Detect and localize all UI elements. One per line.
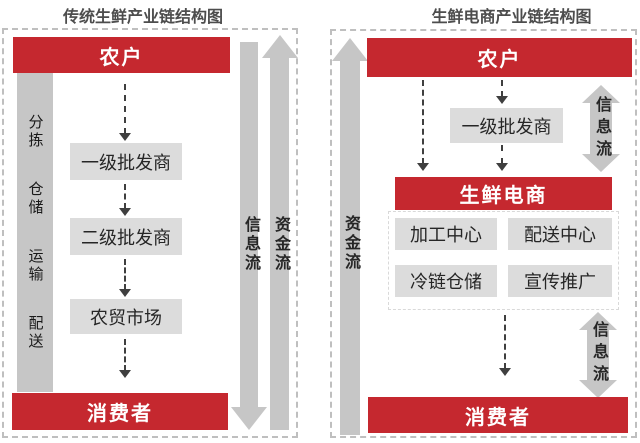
function-promotion: 宣传推广 (508, 265, 612, 297)
info-flow-shaft (590, 102, 612, 155)
left-process-bar: 分拣 仓储 运输 配送 (17, 73, 53, 392)
right-capital-flow-label: 资金流 (342, 215, 359, 272)
right-panel-title: 生鲜电商产业链结构图 (431, 9, 592, 26)
right-info-flow-label-lower: 信息流 (590, 321, 607, 387)
process-step-storage: 仓储 (26, 181, 44, 217)
arrow-up-icon (262, 35, 298, 58)
dashed-line (124, 84, 126, 134)
arrow-up-icon (582, 85, 620, 103)
arrowhead-down-icon (499, 368, 511, 376)
left-panel-border (2, 28, 298, 438)
arrow-down-icon (231, 407, 267, 430)
function-processing-center: 加工中心 (395, 218, 497, 250)
process-step-transport: 运输 (26, 248, 44, 284)
left-node-wholesaler2: 二级批发商 (70, 218, 182, 255)
dashed-line (501, 145, 503, 164)
info-flow-shaft (587, 329, 609, 381)
function-cold-chain-storage: 冷链仓储 (395, 265, 497, 297)
dashed-line (124, 339, 126, 371)
right-node-farmer: 农户 (367, 38, 632, 77)
arrow-up-icon (579, 312, 617, 330)
dashed-line (124, 259, 126, 290)
right-node-ecommerce: 生鲜电商 (395, 177, 612, 210)
process-step-sorting: 分拣 (26, 114, 44, 150)
arrow-down-icon (579, 380, 617, 398)
right-panel-border (330, 29, 637, 438)
left-info-flow-shaft (240, 42, 258, 408)
left-node-wholesaler1: 一级批发商 (70, 143, 182, 180)
left-capital-flow-shaft (270, 57, 289, 430)
arrowhead-down-icon (496, 163, 508, 171)
right-node-wholesaler1: 一级批发商 (450, 108, 563, 143)
arrowhead-down-icon (119, 208, 131, 216)
left-info-flow-label: 信息流 (242, 216, 259, 273)
right-node-consumer: 消费者 (368, 397, 628, 433)
left-node-consumer: 消费者 (12, 393, 228, 430)
arrow-down-icon (582, 154, 620, 172)
process-step-delivery: 配送 (26, 315, 44, 351)
arrowhead-down-icon (417, 163, 429, 171)
arrowhead-down-icon (496, 96, 508, 104)
arrowhead-down-icon (119, 133, 131, 141)
arrow-up-icon (332, 38, 368, 61)
dashed-line (124, 184, 126, 209)
dashed-line (504, 315, 506, 369)
right-info-flow-label-upper: 信息流 (593, 96, 610, 162)
left-capital-flow-label: 资金流 (272, 216, 289, 273)
dashed-line (501, 80, 503, 97)
arrowhead-down-icon (119, 370, 131, 378)
function-distribution-center: 配送中心 (508, 218, 612, 250)
left-node-farmer: 农户 (13, 37, 230, 73)
arrowhead-down-icon (119, 289, 131, 297)
left-panel-title: 传统生鲜产业链结构图 (62, 9, 223, 26)
dashed-line (422, 80, 424, 164)
left-node-market: 农贸市场 (70, 299, 182, 334)
function-group-border (388, 211, 619, 310)
right-capital-flow-shaft (340, 60, 360, 435)
